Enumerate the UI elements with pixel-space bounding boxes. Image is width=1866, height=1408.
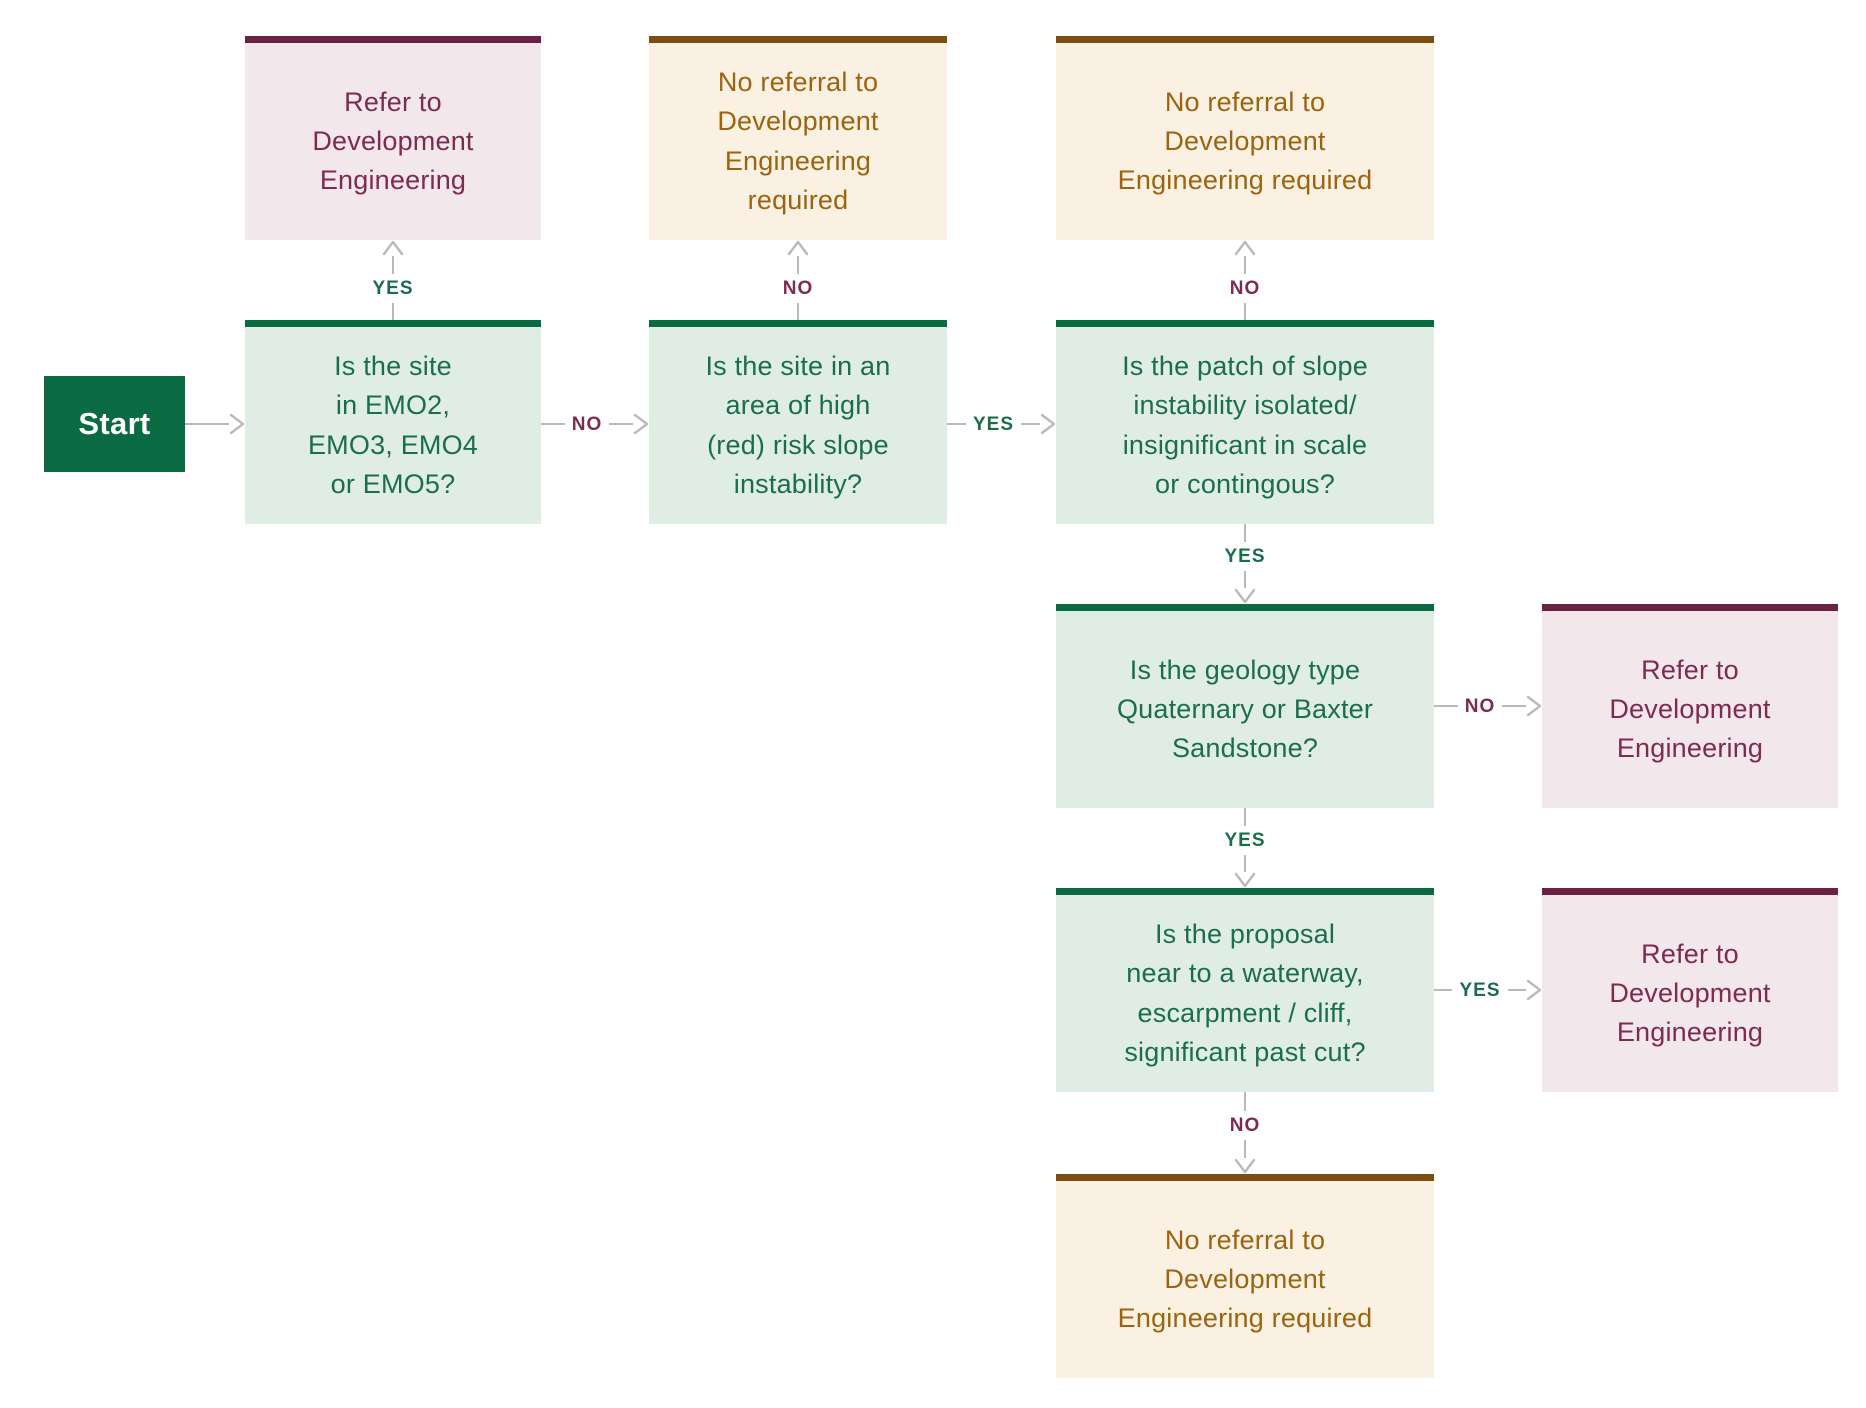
arrow-down-icon — [1234, 872, 1256, 888]
connector-line — [185, 423, 229, 425]
connector-line — [1434, 989, 1453, 991]
connector-line — [1021, 423, 1040, 425]
arrow-right-icon — [633, 413, 649, 435]
outcome-refer-development-engineering-3: Refer to Development Engineering — [1542, 888, 1838, 1092]
question-patch-slope-instability: Is the patch of slope instability isolat… — [1056, 320, 1434, 524]
arrow-up-icon — [382, 240, 404, 256]
connector-line — [1244, 524, 1246, 542]
question-waterway-escarpment: Is the proposal near to a waterway, esca… — [1056, 888, 1434, 1092]
connector-label-no: NO — [1229, 277, 1261, 299]
connector-line — [797, 302, 799, 320]
connector-line — [947, 423, 966, 425]
connector-line — [609, 423, 633, 425]
connector-line — [1244, 808, 1246, 826]
connector-line — [797, 256, 799, 274]
outcome-no-referral-1: No referral to Development Engineering r… — [649, 36, 947, 240]
connector-waterway-yes-right: YES — [1434, 975, 1542, 1005]
connector-high-risk-no-up: NO — [768, 240, 828, 320]
question-geology-type: Is the geology type Quaternary or Baxter… — [1056, 604, 1434, 808]
connector-line — [541, 423, 565, 425]
connector-label-yes: YES — [1459, 979, 1501, 1001]
arrow-down-icon — [1234, 1158, 1256, 1174]
connector-label-yes: YES — [372, 277, 414, 299]
arrow-up-icon — [787, 240, 809, 256]
connector-label-no: NO — [571, 413, 603, 435]
connector-line — [1244, 854, 1246, 872]
arrow-down-icon — [1234, 588, 1256, 604]
connector-geology-yes-down: YES — [1215, 808, 1275, 888]
connector-line — [1502, 705, 1526, 707]
connector-label-no: NO — [1229, 1114, 1261, 1136]
connector-patch-no-up: NO — [1215, 240, 1275, 320]
connector-label-yes: YES — [972, 413, 1015, 435]
outcome-refer-development-engineering-1: Refer to Development Engineering — [245, 36, 541, 240]
outcome-refer-development-engineering-2: Refer to Development Engineering — [1542, 604, 1838, 808]
connector-emo-yes-up: YES — [363, 240, 423, 320]
connector-waterway-no-down: NO — [1215, 1092, 1275, 1174]
connector-line — [392, 256, 394, 274]
arrow-right-icon — [229, 413, 245, 435]
connector-label-yes: YES — [1224, 545, 1266, 567]
connector-patch-yes-down: YES — [1215, 524, 1275, 604]
arrow-right-icon — [1526, 695, 1542, 717]
arrow-right-icon — [1040, 413, 1056, 435]
arrow-up-icon — [1234, 240, 1256, 256]
connector-line — [1434, 705, 1458, 707]
connector-line — [392, 302, 394, 320]
connector-geology-no-right: NO — [1434, 691, 1542, 721]
start-node: Start — [44, 376, 185, 472]
connector-label-yes: YES — [1224, 829, 1266, 851]
connector-line — [1507, 989, 1526, 991]
connector-line — [1244, 302, 1246, 320]
connector-label-no: NO — [782, 277, 814, 299]
outcome-no-referral-2: No referral to Development Engineering r… — [1056, 36, 1434, 240]
question-emo-zones: Is the site in EMO2, EMO3, EMO4 or EMO5? — [245, 320, 541, 524]
connector-label-no: NO — [1464, 695, 1496, 717]
connector-line — [1244, 256, 1246, 274]
outcome-no-referral-3: No referral to Development Engineering r… — [1056, 1174, 1434, 1378]
connector-line — [1244, 570, 1246, 588]
connector-line — [1244, 1092, 1246, 1111]
connector-high-risk-yes-right: YES — [947, 409, 1056, 439]
connector-line — [1244, 1139, 1246, 1158]
arrow-right-icon — [1526, 979, 1542, 1001]
connector-emo-no-right: NO — [541, 409, 649, 439]
connector-start-to-emo — [185, 413, 245, 435]
question-high-risk-slope: Is the site in an area of high (red) ris… — [649, 320, 947, 524]
